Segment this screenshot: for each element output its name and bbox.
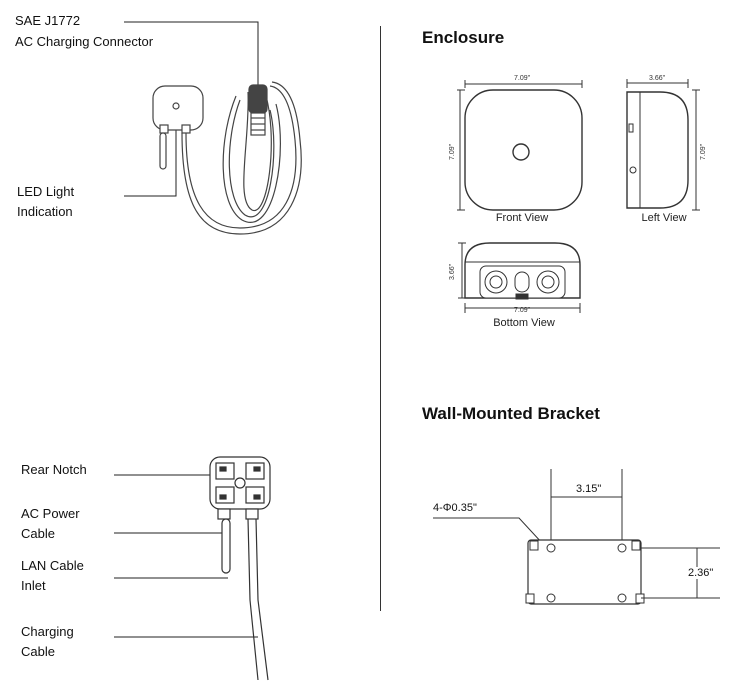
bracket-horizontal-dim: 3.15" [576, 483, 602, 495]
left-depth-dim: 3.66" [649, 75, 666, 82]
bracket-hole-label: 4-Φ0.35" [433, 502, 477, 514]
enclosure-left-view [626, 79, 700, 211]
front-width-dim: 7.09" [514, 75, 531, 82]
charging-label-line2: Cable [21, 644, 55, 659]
bottom-depth-dim: 3.66" [449, 263, 456, 280]
charging-label-line1: Charging [21, 624, 74, 639]
left-view-caption: Left View [641, 212, 687, 224]
connector-leader-line [124, 21, 259, 88]
bracket-heading: Wall-Mounted Bracket [422, 404, 600, 423]
enclosure-bottom-view [458, 242, 581, 313]
charger-unit-rear [209, 456, 271, 681]
bracket-drawing [433, 469, 720, 605]
bottom-view-caption: Bottom View [493, 317, 555, 329]
charger-unit-top [152, 81, 302, 235]
rear-notch-label: Rear Notch [21, 462, 87, 477]
section-divider [380, 26, 381, 611]
ac-power-label-line2: Cable [21, 526, 55, 541]
enclosure-front-view [457, 80, 583, 211]
connector-label-line1: SAE J1772 [15, 13, 81, 28]
led-label-line1: LED Light [17, 184, 75, 199]
lan-label-line1: LAN Cable [21, 558, 84, 573]
left-height-dim: 7.09" [700, 143, 707, 160]
led-leader-line [124, 120, 177, 197]
led-label-line2: Indication [17, 204, 73, 219]
bottom-width-dim: 7.09" [514, 307, 531, 314]
connector-label-line2: AC Charging Connector [15, 34, 154, 49]
front-height-dim: 7.09" [449, 143, 456, 160]
bracket-vertical-dim: 2.36" [688, 567, 714, 579]
lan-label-line2: Inlet [21, 578, 46, 593]
front-view-caption: Front View [495, 212, 549, 224]
enclosure-heading: Enclosure [422, 28, 505, 47]
ac-power-label-line1: AC Power [21, 506, 80, 521]
